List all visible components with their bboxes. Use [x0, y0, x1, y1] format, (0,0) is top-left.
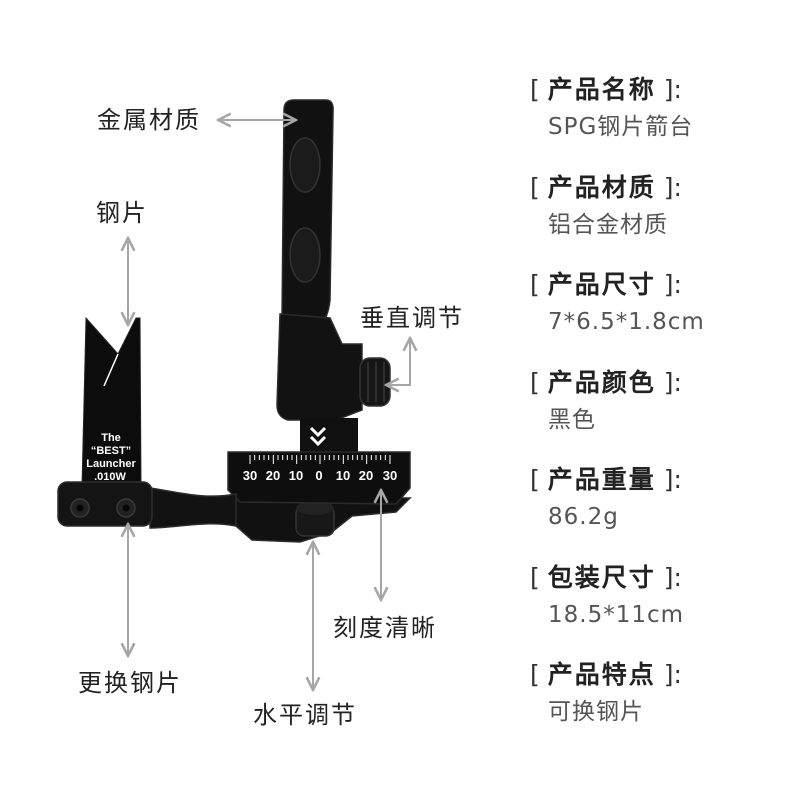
scale-label: 10 [336, 468, 350, 483]
scale-label: 20 [266, 468, 280, 483]
spec-label: 产品名称 [547, 75, 656, 104]
spec-heading: [产品尺寸]: [530, 270, 682, 299]
scale-dial: 30 20 10 0 10 20 30 [227, 451, 411, 505]
support-shaft [149, 487, 237, 529]
label-clear-scale: 刻度清晰 [333, 614, 437, 642]
spec-heading: [包装尺寸]: [530, 562, 682, 592]
spec-value: 86.2g [548, 504, 619, 530]
spec-label: 产品材质 [547, 172, 656, 202]
spec-heading: [产品名称]: [530, 75, 682, 104]
spec-heading: [产品重量]: [530, 465, 682, 494]
scale-ticks [249, 455, 391, 464]
scale-label: 20 [359, 468, 373, 483]
spec-label: 产品重量 [547, 465, 656, 494]
mount-block [276, 313, 391, 452]
blade-text: .010W [94, 471, 126, 483]
scale-label: 0 [315, 468, 322, 483]
scale-label: 30 [383, 468, 397, 483]
blade-clamp [57, 481, 153, 527]
vertical-arm [281, 99, 334, 331]
spec-list: [产品名称]: SPG钢片箭台 [产品材质]: 铝合金材质 [产品尺寸]: 7*… [530, 72, 790, 755]
arm-slot-lower [289, 227, 321, 283]
spec-item: [产品尺寸]: 7*6.5*1.8cm [530, 267, 790, 365]
blade-text: Launcher [86, 458, 136, 470]
arrow-vertical-adjust [386, 338, 410, 385]
spec-value: 铝合金材质 [548, 211, 668, 238]
spec-label: 产品颜色 [547, 367, 656, 397]
spec-label: 包装尺寸 [547, 562, 656, 592]
spec-heading: [产品颜色]: [530, 367, 682, 397]
spec-value: 黑色 [548, 406, 596, 433]
blade-text: The [101, 432, 121, 444]
chevron-mark-icon [309, 426, 327, 447]
scale-label: 30 [243, 468, 257, 483]
spec-item: [产品颜色]: 黑色 [530, 365, 790, 463]
blade-text: “BEST” [91, 445, 131, 457]
spec-heading: [产品材质]: [530, 172, 682, 202]
arm-slot-upper [289, 137, 321, 193]
spec-value: 7*6.5*1.8cm [548, 309, 705, 335]
scale-label: 10 [289, 468, 303, 483]
spec-label: 产品特点 [547, 660, 656, 689]
label-horizontal-adjust: 水平调节 [253, 701, 357, 729]
spec-item: [包装尺寸]: 18.5*11cm [530, 560, 790, 658]
spec-value: SPG钢片箭台 [548, 114, 694, 140]
label-blade: 钢片 [96, 199, 148, 227]
spec-item: [产品特点]: 可换钢片 [530, 657, 790, 755]
spec-label: 产品尺寸 [547, 270, 656, 299]
horizontal-slide-body [231, 497, 412, 543]
label-metal: 金属材质 [97, 106, 201, 134]
launcher-blade: The “BEST” Launcher .010W [81, 316, 142, 487]
spec-item: [产品材质]: 铝合金材质 [530, 170, 790, 268]
spec-item: [产品名称]: SPG钢片箭台 [530, 72, 790, 170]
spec-value: 18.5*11cm [548, 601, 685, 628]
label-vertical-adjust: 垂直调节 [360, 304, 464, 332]
spec-heading: [产品特点]: [530, 660, 682, 689]
spec-value: 可换钢片 [548, 699, 644, 725]
label-replace-blade: 更换钢片 [78, 669, 182, 697]
spec-item: [产品重量]: 86.2g [530, 462, 790, 560]
